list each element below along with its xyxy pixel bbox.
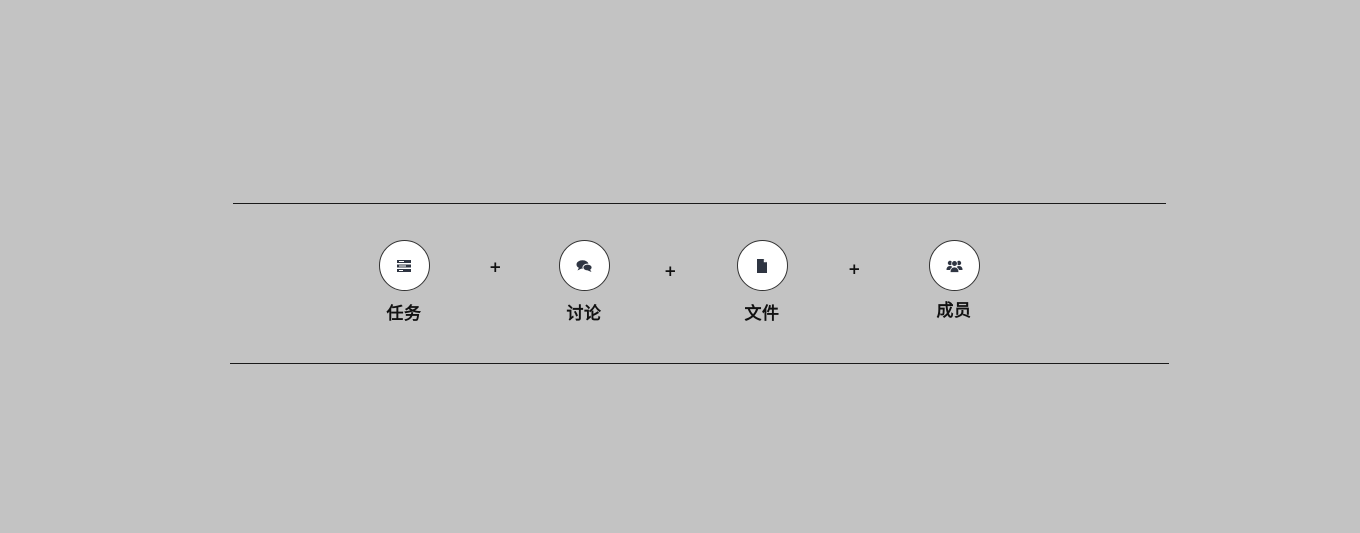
bottom-divider [230,363,1169,364]
task-icon-circle[interactable] [378,240,430,291]
file-icon-circle[interactable] [736,240,788,291]
plus-separator-2: + [664,262,677,280]
feature-label-members: 成员 [936,301,972,321]
feature-label-tasks: 任务 [386,304,422,324]
comments-icon [576,259,593,273]
plus-separator-1: + [489,258,502,276]
task-list-icon [396,259,412,273]
feature-files[interactable]: 文件 [722,240,802,324]
file-icon [756,258,768,273]
feature-members[interactable]: 成员 [914,240,994,321]
feature-label-discussion: 讨论 [566,304,602,324]
plus-separator-3: + [848,260,861,278]
members-icon [946,259,963,273]
feature-label-files: 文件 [744,304,780,324]
discussion-icon-circle[interactable] [558,240,610,291]
top-divider [233,203,1166,204]
feature-discussion[interactable]: 讨论 [544,240,624,324]
feature-tasks[interactable]: 任务 [364,240,444,324]
members-icon-circle[interactable] [928,240,980,291]
